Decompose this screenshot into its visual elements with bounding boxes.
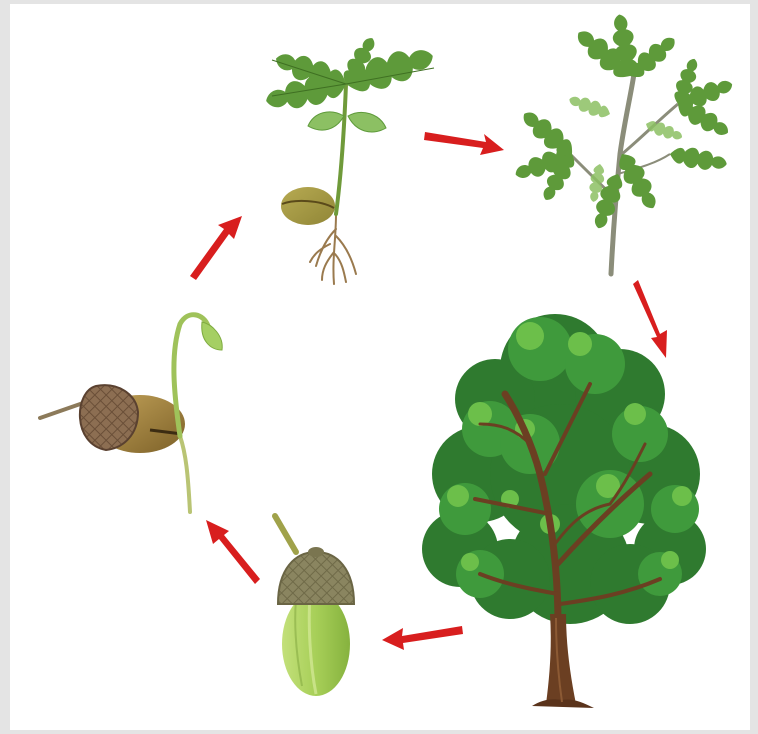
- diagram-canvas: [10, 4, 750, 730]
- acorn-icon: [275, 516, 354, 696]
- oak-tree-icon: [422, 314, 706, 708]
- arrow-sapling-to-tree: [633, 280, 667, 358]
- oak-life-cycle-diagram: [10, 4, 758, 734]
- arrow-acorn-to-germination: [206, 520, 260, 584]
- germinating-acorn-icon: [40, 315, 222, 512]
- arrow-germination-to-seedling: [190, 216, 242, 280]
- seedling-icon: [263, 34, 438, 284]
- sapling-icon: [512, 13, 736, 274]
- arrow-seedling-to-sapling: [424, 132, 504, 155]
- arrow-tree-to-acorn: [382, 626, 463, 650]
